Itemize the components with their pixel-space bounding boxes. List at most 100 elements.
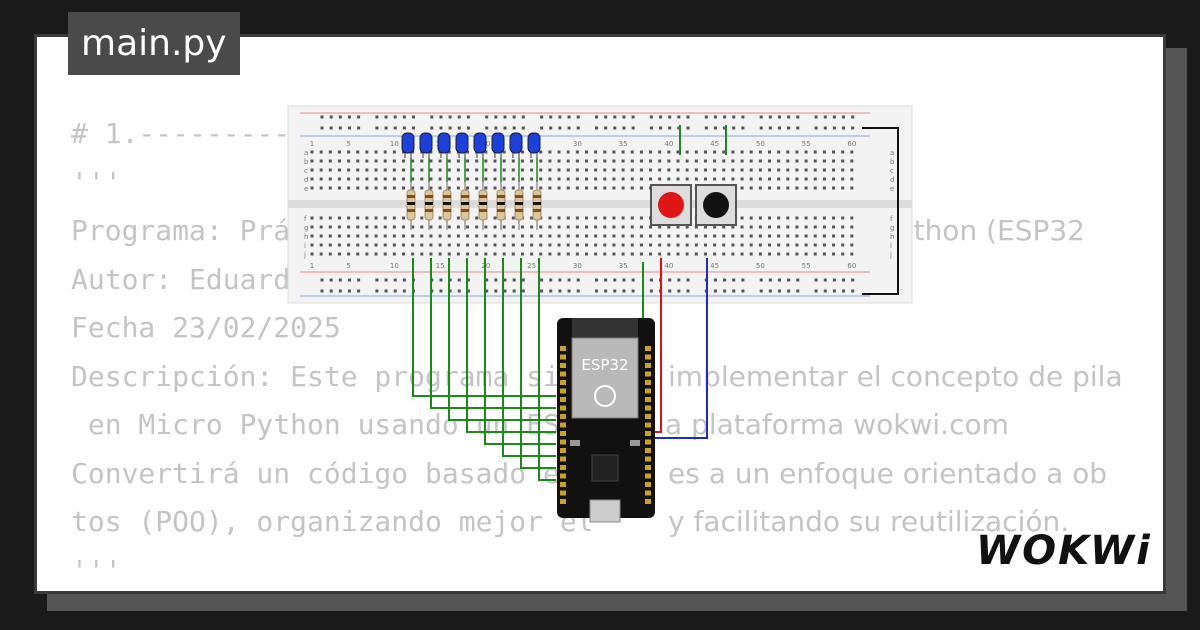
rail-hole: [503, 278, 507, 282]
breadboard-hole: [484, 177, 488, 181]
resistor-array: [406, 158, 542, 230]
breadboard-hole: [768, 252, 771, 256]
breadboard-hole: [841, 159, 845, 163]
led[interactable]: [527, 132, 541, 158]
esp32-pin: [645, 405, 651, 411]
breadboard-hole: [658, 243, 662, 247]
esp32-pin: [560, 346, 566, 351]
breadboard-hole: [557, 159, 561, 163]
breadboard-hole: [548, 234, 552, 238]
breadboard-hole: [365, 234, 369, 238]
breadboard-hole: [731, 225, 735, 229]
breadboard-hole: [557, 216, 561, 220]
rail-hole: [604, 126, 608, 130]
breadboard-hole: [621, 252, 625, 256]
rail-hole: [347, 278, 351, 282]
breadboard-hole: [392, 216, 396, 220]
esp32-pin: [645, 380, 651, 385]
rail-hole: [622, 289, 626, 293]
red-pushbutton[interactable]: [650, 184, 692, 226]
rail-hole: [741, 115, 745, 119]
breadboard-hole: [649, 234, 653, 238]
breadboard-hole: [447, 234, 451, 238]
esp32-pin: [645, 448, 651, 453]
breadboard-hole: [713, 168, 717, 172]
led[interactable]: [437, 132, 451, 158]
breadboard-hole: [639, 150, 643, 154]
rail-hole: [796, 289, 800, 293]
rail-hole: [412, 126, 415, 130]
breadboard-hole: [337, 150, 341, 154]
breadboard-hole: [310, 252, 314, 256]
breadboard-hole: [374, 159, 378, 163]
code-fragment: es a un enfoque orientado a ob: [668, 456, 1108, 490]
breadboard-hole: [685, 252, 689, 256]
led[interactable]: [473, 132, 487, 158]
esp32-pin: [560, 448, 566, 453]
breadboard-hole: [493, 234, 497, 238]
column-number: 5: [346, 140, 350, 148]
rail-hole: [832, 115, 836, 119]
led[interactable]: [509, 132, 523, 158]
breadboard-hole: [649, 252, 653, 256]
column-number: 1: [310, 140, 314, 148]
led[interactable]: [455, 132, 469, 158]
breadboard-holes: [310, 115, 855, 293]
breadboard-hole: [402, 186, 405, 190]
breadboard-hole: [786, 168, 790, 172]
breadboard-hole: [347, 225, 351, 229]
led[interactable]: [419, 132, 433, 158]
breadboard-hole: [356, 243, 360, 247]
breadboard-hole: [713, 150, 717, 154]
led[interactable]: [491, 132, 505, 158]
breadboard-hole: [420, 252, 424, 256]
breadboard-hole: [520, 159, 524, 163]
breadboard-hole: [639, 234, 643, 238]
breadboard-hole: [621, 186, 625, 190]
row-label: c: [304, 167, 308, 175]
rail-hole: [787, 115, 791, 119]
file-tab[interactable]: main.py: [68, 12, 240, 75]
breadboard-hole: [749, 186, 753, 190]
breadboard-hole: [768, 159, 771, 163]
breadboard-hole: [841, 243, 845, 247]
breadboard-hole: [850, 243, 854, 247]
breadboard-hole: [383, 168, 387, 172]
rail-hole: [842, 115, 846, 119]
rail-hole: [320, 126, 324, 130]
rail-hole: [347, 115, 351, 119]
rail-hole: [778, 289, 781, 293]
rail-hole: [329, 115, 333, 119]
breadboard-hole: [777, 168, 781, 172]
breadboard-hole: [402, 252, 405, 256]
breadboard-hole: [337, 225, 341, 229]
column-number: 60: [847, 262, 856, 270]
breadboard-hole: [402, 234, 405, 238]
rail-hole: [375, 278, 379, 282]
esp32-board[interactable]: ESP32: [557, 318, 655, 523]
rail-hole: [503, 126, 507, 130]
breadboard-hole: [841, 234, 845, 238]
row-label: e: [890, 185, 894, 193]
rail-hole: [329, 126, 333, 130]
breadboard-hole: [630, 177, 634, 181]
breadboard-hole: [841, 225, 845, 229]
esp32-pin: [560, 465, 566, 470]
black-pushbutton[interactable]: [695, 184, 737, 226]
rail-hole: [613, 115, 617, 119]
breadboard-hole: [658, 159, 662, 163]
rail-hole: [595, 278, 598, 282]
breadboard-hole: [383, 150, 387, 154]
breadboard-hole: [429, 243, 433, 247]
esp32-pin: [645, 465, 651, 470]
esp32-pin: [645, 456, 651, 462]
breadboard-hole: [310, 243, 314, 247]
breadboard-hole: [319, 159, 323, 163]
rail-hole: [622, 115, 626, 119]
rail-hole: [357, 126, 361, 130]
breadboard-hole: [319, 177, 323, 181]
led[interactable]: [401, 132, 415, 158]
rail-hole: [521, 278, 525, 282]
rail-hole: [659, 115, 663, 119]
breadboard-hole: [557, 234, 561, 238]
